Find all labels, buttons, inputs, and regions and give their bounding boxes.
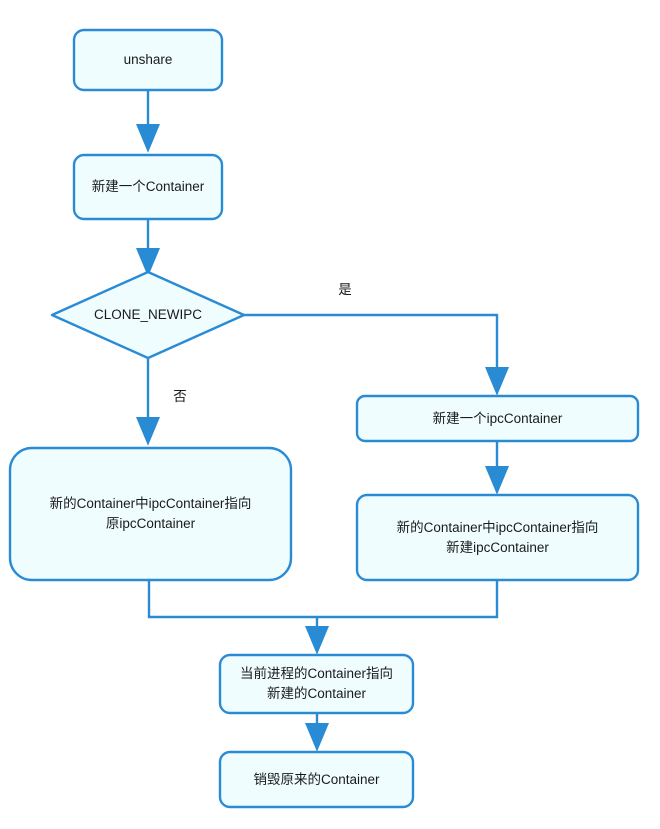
- node-new-ipccontainer[interactable]: [355, 394, 640, 443]
- nodes-group: [8, 28, 640, 809]
- edge-point-new-to-merge: [317, 580, 499, 619]
- node-unshare[interactable]: [72, 28, 224, 92]
- node-point-to-old-ipc[interactable]: [8, 446, 293, 582]
- edges-group: [136, 90, 509, 752]
- edge-decision-yes-to-new-ipccontainer: [244, 313, 509, 396]
- node-current-process-points[interactable]: [218, 653, 415, 715]
- node-new-container[interactable]: [72, 153, 224, 221]
- edge-label-no: 否: [173, 389, 187, 404]
- edge-point-old-to-merge: [147, 580, 317, 619]
- node-clone-newipc-decision[interactable]: [50, 270, 246, 360]
- edge-label-yes: 是: [338, 282, 352, 297]
- node-destroy-old-container[interactable]: [218, 750, 415, 809]
- node-point-to-new-ipc[interactable]: [355, 493, 640, 582]
